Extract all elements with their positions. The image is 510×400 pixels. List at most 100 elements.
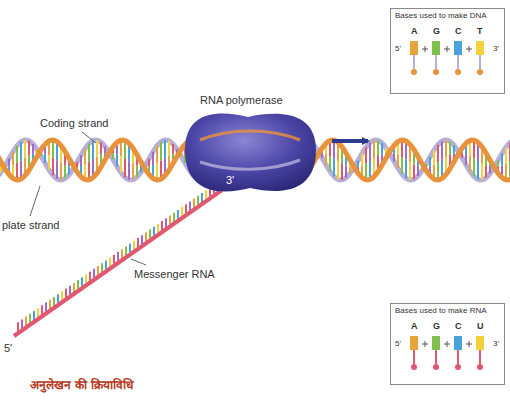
coding-strand-backbone <box>0 140 195 180</box>
nucleotide-icon <box>454 41 462 75</box>
base-pair <box>505 147 507 163</box>
base-pair <box>501 153 503 165</box>
base-pair <box>341 163 343 180</box>
base-pair <box>24 140 26 158</box>
rna-base <box>77 280 79 289</box>
base-pair <box>329 156 331 171</box>
base-letter: G <box>433 27 440 37</box>
rna-base <box>41 305 43 314</box>
rna-base <box>93 269 95 278</box>
plus-sign <box>444 46 450 52</box>
base-pair <box>381 143 383 154</box>
rna-base <box>121 249 123 258</box>
base-pair <box>437 145 439 163</box>
rna-base <box>109 258 111 267</box>
sugar-stem <box>435 350 437 364</box>
rna-base <box>37 308 39 317</box>
base-pair <box>429 157 431 166</box>
nucleotide-icon <box>476 41 484 75</box>
rna-base <box>105 260 107 269</box>
base-pair <box>369 143 371 161</box>
bases-box: Bases used to make DNA5'AGCT3' <box>390 8 505 94</box>
base-pair <box>12 152 14 165</box>
sugar-stem <box>457 55 459 69</box>
base-pair <box>401 157 403 174</box>
base-pair <box>377 140 379 156</box>
rna-base <box>21 319 23 328</box>
base-pair <box>52 158 54 176</box>
part-label: Messenger RNA <box>134 268 215 281</box>
rna-base <box>141 235 143 244</box>
rna-base <box>45 303 47 312</box>
base-pair <box>413 164 415 179</box>
rna-base <box>69 286 71 295</box>
base-pair <box>20 142 22 161</box>
plus-sign <box>444 341 450 347</box>
base-letter: G <box>433 322 440 332</box>
base-letter: C <box>455 27 462 37</box>
base-letter: U <box>477 322 484 332</box>
plus-sign <box>422 46 428 52</box>
base-letter: A <box>411 27 418 37</box>
rna-base <box>97 266 99 275</box>
base-pair <box>128 162 130 180</box>
plus-sign <box>466 46 472 52</box>
base-pair <box>164 140 166 158</box>
base-pair <box>120 156 122 172</box>
mrna-strand <box>14 182 222 336</box>
end-label: 5' <box>395 45 401 54</box>
base-pair <box>469 156 471 171</box>
part-label: Coding strand <box>40 117 109 130</box>
base-letter: T <box>477 27 483 37</box>
figure-caption: अनुलेखन की क्रियाविधि <box>30 376 133 393</box>
phosphate <box>411 69 417 75</box>
base-pair <box>405 160 407 179</box>
base-block <box>476 336 484 350</box>
base-pair <box>152 152 154 165</box>
base-pair <box>168 141 170 156</box>
rna-base <box>177 210 179 219</box>
base-pair <box>88 144 90 162</box>
rna-base <box>61 291 63 300</box>
rna-base <box>149 230 151 239</box>
phosphate <box>455 364 461 370</box>
base-pair <box>509 161 510 179</box>
open-template-strand <box>200 160 300 169</box>
rna-base <box>161 221 163 230</box>
rna-base <box>57 294 59 303</box>
bases-box: Bases used to make RNA5'AGCU3' <box>390 303 505 385</box>
base-pair <box>393 153 395 161</box>
rna-base <box>85 274 87 283</box>
direction-arrow <box>332 139 368 143</box>
nucleotide-icon <box>476 336 484 370</box>
rna-base <box>173 213 175 222</box>
base-pair <box>116 154 118 166</box>
coding-strand-backbone <box>300 140 510 180</box>
nucleotide-icons <box>391 9 506 95</box>
plus-sign <box>422 341 428 347</box>
base-pair <box>409 162 411 180</box>
nucleotide-icon <box>410 41 418 75</box>
base-pair <box>32 144 34 154</box>
base-pair <box>489 167 491 174</box>
rna-base <box>197 196 199 205</box>
base-block <box>476 41 484 55</box>
base-pair <box>453 145 455 153</box>
base-pair <box>481 163 483 180</box>
base-pair <box>64 165 66 179</box>
base-pair <box>44 154 46 163</box>
base-pair <box>156 146 158 163</box>
base-pair <box>361 153 363 165</box>
base-pair <box>48 155 50 169</box>
base-pair <box>509 143 510 161</box>
base-block <box>410 41 418 55</box>
rna-base <box>65 289 67 298</box>
base-pair <box>60 163 62 180</box>
base-pair <box>433 150 435 164</box>
base-pair <box>445 140 447 157</box>
nucleotide-icon <box>410 336 418 370</box>
sugar-stem <box>413 55 415 69</box>
base-letter: C <box>455 322 462 332</box>
rna-base <box>49 300 51 309</box>
base-pair <box>148 159 150 167</box>
